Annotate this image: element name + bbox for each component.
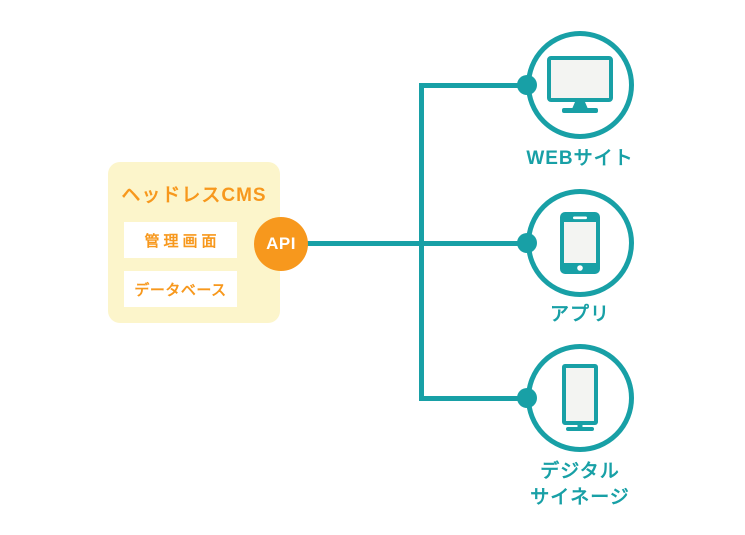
signage-node (526, 344, 634, 452)
connector-line-bottom-branch (419, 396, 527, 401)
monitor-icon (547, 56, 613, 113)
website-node (526, 31, 634, 139)
website-node-label: WEBサイト (526, 148, 634, 169)
cms-module-database: データベース (124, 271, 237, 307)
signage-node-label: デジタル サイネージ (500, 459, 660, 510)
app-node-label: アプリ (549, 304, 610, 325)
app-node (526, 189, 634, 297)
cms-module-admin-label: 管理画面 (144, 232, 221, 250)
connector-line-vertical (419, 83, 424, 401)
api-badge-label: API (266, 234, 296, 253)
cms-module-database-label: データベース (134, 281, 227, 299)
connector-dot-app (517, 233, 537, 253)
api-badge: API (254, 217, 308, 271)
digital-signage-icon (562, 364, 598, 431)
signage-label-line2: サイネージ (530, 486, 630, 508)
smartphone-icon (560, 212, 600, 274)
signage-label-line1: デジタル (540, 461, 620, 482)
connector-line-main (305, 241, 527, 246)
cms-box-title: ヘッドレスCMS (121, 185, 267, 206)
connector-line-top-branch (419, 83, 527, 88)
connector-dot-signage (517, 388, 537, 408)
cms-module-admin: 管理画面 (124, 222, 237, 258)
connector-dot-website (517, 75, 537, 95)
